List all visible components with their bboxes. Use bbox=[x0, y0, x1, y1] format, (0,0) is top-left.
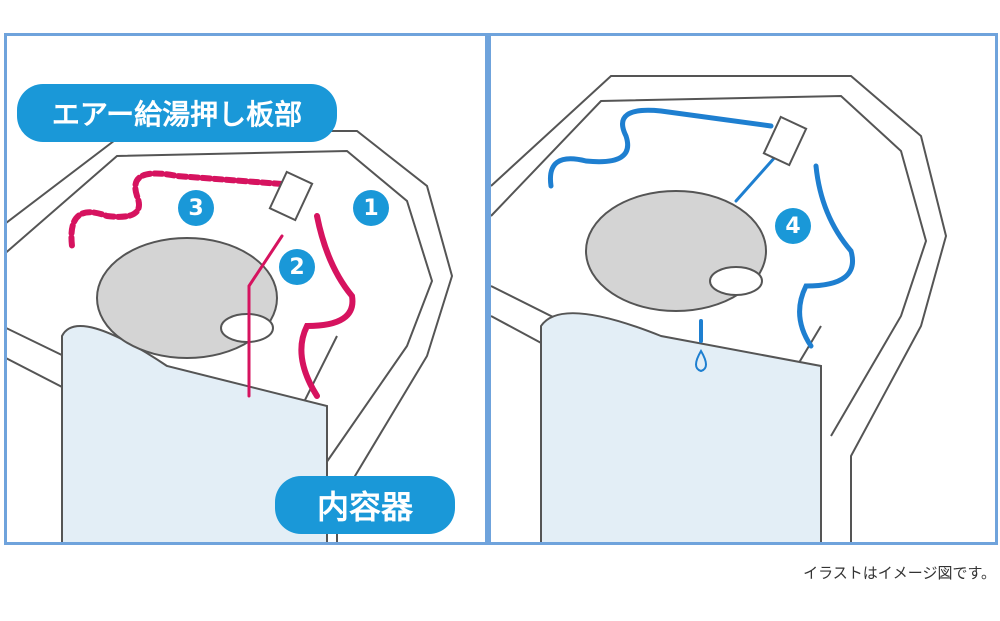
pump-valve bbox=[762, 115, 808, 167]
panel-left-pumping: エアー給湯押し板部 内容器 1 2 3 bbox=[4, 33, 488, 545]
inner-container bbox=[540, 312, 822, 542]
step-4-badge: 4 bbox=[775, 208, 811, 244]
step-3-badge: 3 bbox=[178, 190, 214, 226]
pot-illustration-left bbox=[7, 130, 454, 542]
step-1-badge: 1 bbox=[353, 190, 389, 226]
label-air-plate: エアー給湯押し板部 bbox=[17, 84, 337, 142]
inner-container bbox=[61, 325, 328, 542]
label-inner-container: 内容器 bbox=[275, 476, 455, 534]
cold-water-flow bbox=[547, 107, 855, 373]
step-2-badge: 2 bbox=[279, 249, 315, 285]
caption: イラストはイメージ図です。 bbox=[803, 564, 996, 582]
panel-right-dispensing: 4 bbox=[488, 33, 998, 545]
button-grip bbox=[709, 266, 763, 296]
hot-water-flow bbox=[68, 170, 356, 399]
pump-valve bbox=[268, 170, 314, 222]
pot-illustration-right bbox=[491, 75, 948, 542]
water-drop-icon bbox=[695, 349, 707, 373]
button-grip bbox=[220, 313, 274, 343]
